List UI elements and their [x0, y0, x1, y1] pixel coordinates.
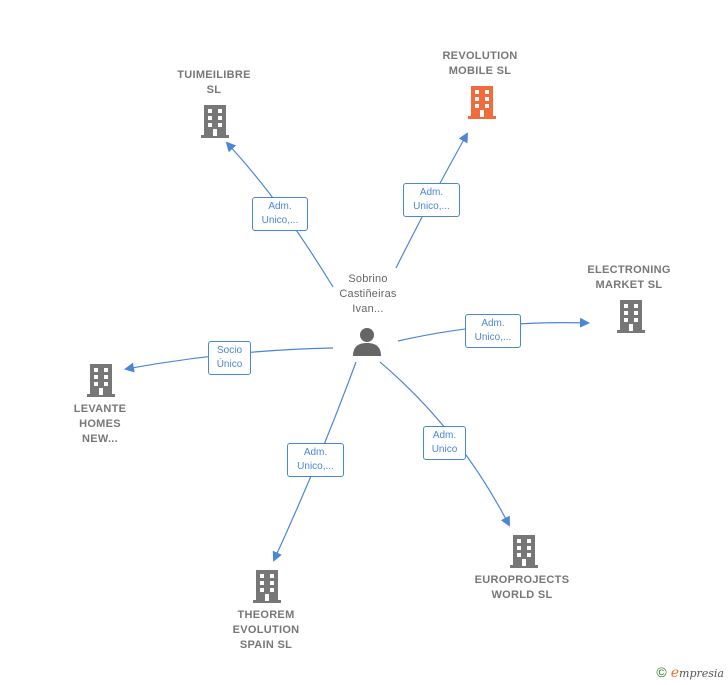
company-label: REVOLUTION MOBILE SL — [442, 50, 518, 77]
company-label: TUIMEILIBRE SL — [177, 69, 251, 96]
role-box-europrojects[interactable]: Adm. Unico — [423, 426, 466, 460]
role-box-electroning[interactable]: Adm. Unico,... — [465, 314, 521, 348]
company-label: ELECTRONING MARKET SL — [587, 264, 671, 291]
role-box-theorem[interactable]: Adm. Unico,... — [287, 443, 344, 477]
building-icon-highlight — [468, 86, 496, 119]
company-label: THEOREM EVOLUTION SPAIN SL — [232, 609, 300, 651]
building-icon — [253, 570, 281, 603]
building-icon — [201, 105, 229, 138]
company-label: LEVANTE HOMES NEW... — [73, 403, 127, 445]
person-label: Sobrino Castiñeiras Ivan... — [339, 273, 397, 315]
person-icon — [353, 328, 381, 356]
copyright-icon: © — [656, 664, 667, 680]
role-box-tuimeilibre[interactable]: Adm. Unico,... — [252, 197, 308, 231]
footer-brand: ©empresia — [656, 664, 724, 681]
role-box-levante[interactable]: Socio Único — [208, 341, 251, 375]
building-icon — [617, 300, 645, 333]
company-label: EUROPROJECTS WORLD SL — [474, 574, 570, 601]
brand-logo: empresia — [670, 665, 724, 681]
role-box-revolution[interactable]: Adm. Unico,... — [403, 183, 460, 217]
building-icon — [87, 364, 115, 397]
building-icon — [510, 535, 538, 568]
